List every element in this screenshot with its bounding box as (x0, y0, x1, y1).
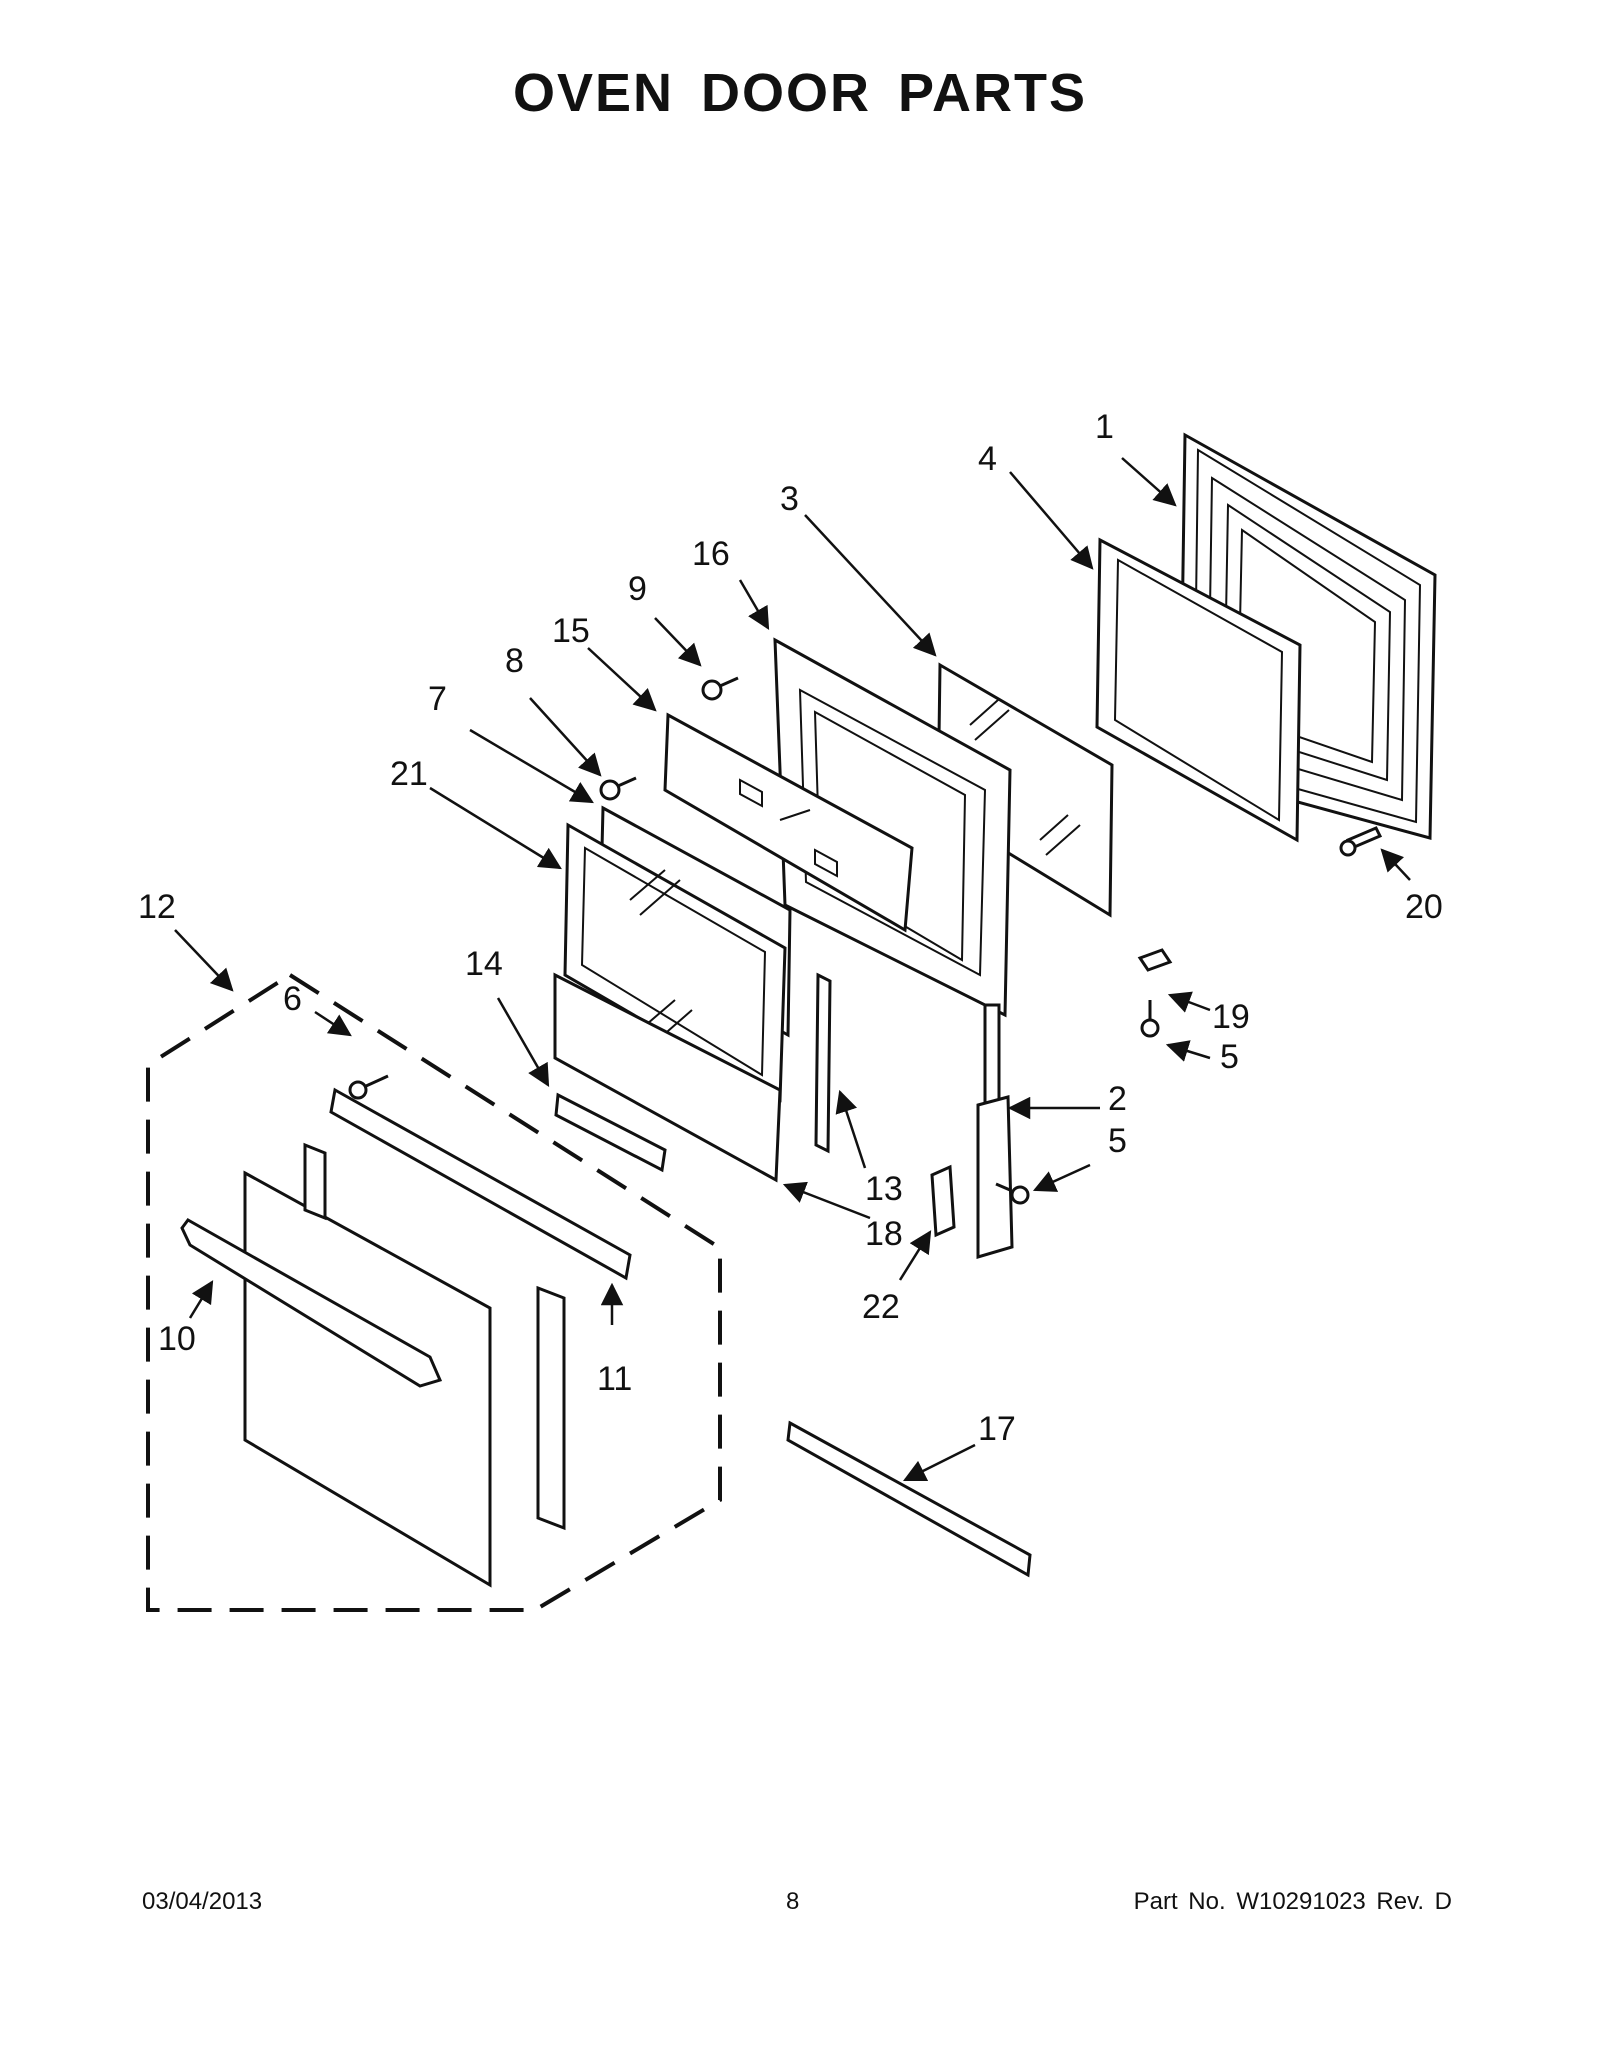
part-screw-5-upper (1140, 1000, 1160, 1038)
callout-19: 19 (1212, 998, 1250, 1036)
part-bracket-15 (663, 712, 914, 933)
callout-11: 11 (597, 1360, 632, 1398)
callout-16: 16 (692, 535, 730, 573)
callout-13: 13 (865, 1170, 903, 1208)
callout-labels: 1 2 3 4 5 5 6 7 8 9 10 11 12 13 14 15 16… (138, 408, 1443, 1448)
part-screw-8 (599, 776, 637, 801)
footer-page-number: 8 (786, 1888, 800, 1915)
callout-5-lower: 5 (1108, 1122, 1127, 1160)
callout-10: 10 (158, 1320, 196, 1358)
callout-9: 9 (628, 570, 647, 608)
leader-lines (174, 457, 1411, 1482)
callout-15: 15 (552, 612, 590, 650)
page-title: OVEN DOOR PARTS (512, 63, 1088, 123)
callout-5-upper: 5 (1220, 1038, 1239, 1076)
part-bracket-22 (930, 1164, 956, 1238)
callout-14: 14 (465, 945, 503, 983)
callout-3: 3 (780, 480, 799, 518)
callout-7: 7 (428, 680, 447, 718)
part-trim-17 (786, 1420, 1032, 1578)
part-screw-20 (1339, 826, 1383, 857)
part-door-frame (1095, 537, 1302, 843)
callout-12: 12 (138, 888, 176, 926)
footer-date: 03/04/2013 (142, 1888, 263, 1915)
callout-21: 21 (390, 755, 428, 793)
outer-door-assembly (146, 972, 722, 1612)
part-screw-9 (701, 676, 739, 701)
callout-1: 1 (1095, 408, 1114, 446)
callout-2: 2 (1108, 1080, 1127, 1118)
part-hinge (976, 1003, 1014, 1260)
callout-17: 17 (978, 1410, 1016, 1448)
callout-6: 6 (283, 980, 302, 1018)
callout-22: 22 (862, 1288, 900, 1326)
callout-18: 18 (865, 1215, 903, 1253)
part-vent-trim (553, 972, 782, 1183)
callout-4: 4 (978, 440, 997, 478)
callout-8: 8 (505, 642, 524, 680)
part-screw-5-lower (995, 1182, 1030, 1205)
footer-part-number: Part No. W10291023 Rev. D (1133, 1888, 1452, 1915)
part-clip-19 (1137, 948, 1173, 972)
part-channel-13 (814, 972, 832, 1154)
callout-20: 20 (1405, 888, 1443, 926)
